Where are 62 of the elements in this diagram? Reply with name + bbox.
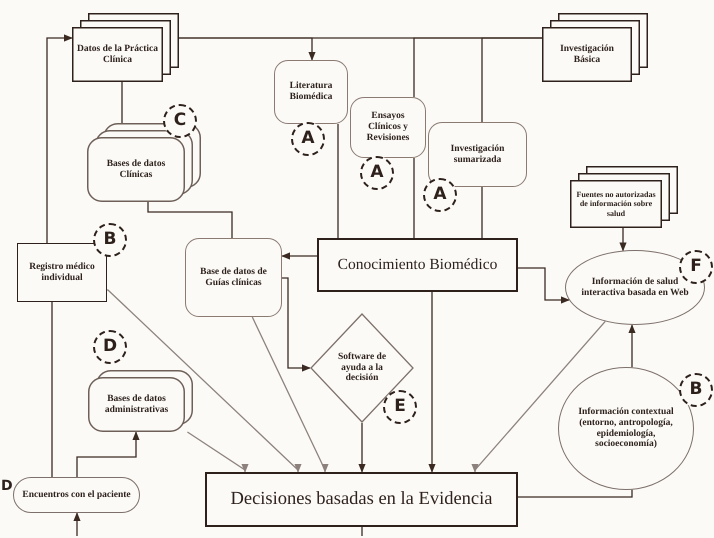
arrow	[187, 431, 249, 473]
arrow	[76, 431, 140, 477]
rounded-box	[274, 60, 348, 124]
process-box	[317, 238, 518, 292]
rounded-box	[185, 238, 282, 317]
arrow	[282, 277, 311, 372]
badge-letter: D	[102, 337, 118, 357]
connector-line	[121, 82, 123, 123]
badge-letter: A	[370, 163, 384, 183]
process-box	[205, 472, 518, 527]
node-label: Literatura Biomédica	[288, 81, 334, 103]
rounded-box	[428, 122, 527, 187]
arrow	[252, 316, 329, 473]
node-label: Base de datos de Guías clínicas	[199, 266, 268, 288]
badge-letter: B	[104, 230, 116, 250]
decision-diamond	[310, 313, 414, 423]
node-label: Decisiones basadas en la Evidencia	[230, 488, 492, 510]
arrow	[179, 37, 316, 61]
node-label: Ensayos Clínicos y Revisiones	[366, 111, 410, 144]
arrow	[628, 324, 636, 368]
arrow	[428, 292, 436, 473]
side-letter: D	[1, 478, 13, 494]
connector-line	[51, 302, 53, 477]
badge-letter: C	[174, 111, 186, 131]
node-label: Registro médico individual	[28, 262, 96, 284]
node-label: Investigación Básica	[559, 44, 615, 66]
process-box	[17, 243, 107, 302]
node-label: Conocimiento Biomédico	[338, 256, 498, 274]
node-label: Bases de datos Clínicas	[106, 158, 166, 180]
document-stack	[72, 13, 179, 82]
connector-line	[147, 202, 233, 238]
arrow	[73, 512, 81, 536]
node-label: Fuentes no autorizadas de información sobre salud	[575, 190, 657, 218]
badge-letter: A	[433, 185, 447, 205]
document-stack	[570, 166, 678, 228]
connector-line	[413, 158, 415, 238]
arrow	[281, 252, 317, 260]
node-label: Encuentros con el paciente	[22, 490, 131, 500]
node-label: Información contextual (entorno, antropología, epidemiología, socioeconomía)	[577, 406, 675, 450]
node-label: Bases de datos administrativas	[104, 394, 170, 416]
badge-letter: B	[690, 380, 702, 400]
stacked-rounded-boxes	[88, 370, 193, 432]
badge-letter: F	[690, 257, 702, 277]
node-label: Software de ayuda a la decisión	[336, 352, 388, 384]
arrow	[518, 267, 570, 304]
node-label: Datos de la Práctica Clínica	[77, 44, 158, 66]
node-label: Investigación sumarizada	[450, 144, 506, 166]
document-stack	[542, 13, 648, 82]
arrow	[471, 320, 606, 473]
rounded-box	[350, 97, 426, 158]
connector-line	[337, 124, 339, 238]
node-label: Información de salud interactiva basada en Web	[580, 276, 690, 298]
connector-line	[481, 187, 483, 238]
connector-line	[481, 37, 542, 122]
terminal-pill	[13, 477, 140, 513]
badge-letter: A	[301, 129, 315, 149]
connector-line	[518, 490, 633, 498]
arrow	[619, 228, 627, 252]
arrow	[358, 423, 366, 473]
badge-letter: E	[394, 397, 406, 417]
arrow	[106, 289, 302, 473]
arrow	[46, 34, 73, 243]
